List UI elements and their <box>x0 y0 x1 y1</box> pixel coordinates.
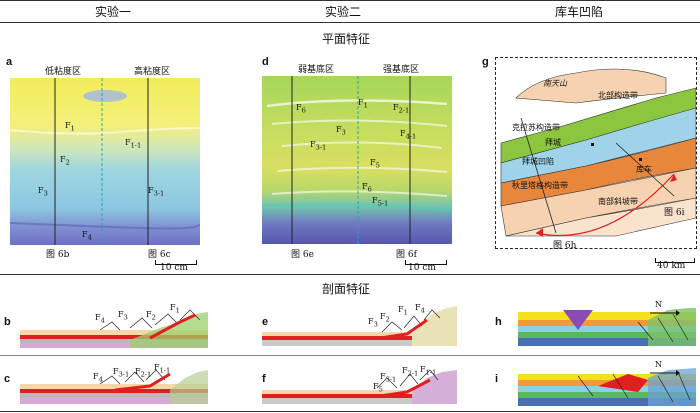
fault-label: F5 <box>373 382 383 394</box>
profile-i-letter: i <box>495 373 499 385</box>
panel-g-scale: 40 km <box>657 261 686 271</box>
fault-label: F1-1 <box>154 363 171 375</box>
panel-d-fig-right: 图 6f <box>396 250 417 260</box>
top-rule <box>0 0 700 1</box>
north-arrow-icon <box>650 370 680 376</box>
profile-i-section <box>518 368 696 406</box>
panel-d-fig-left: 图 6e <box>291 250 314 260</box>
panel-a-fig-right: 图 6c <box>148 250 171 260</box>
panel-g-fig-bottom: 图 6h <box>553 241 577 251</box>
section-profile-title: 剖面特征 <box>322 282 371 296</box>
fault-label: F3 <box>368 317 378 329</box>
fault-label: F1 <box>358 98 368 110</box>
profile-c-section <box>20 369 208 404</box>
fault-label: F2 <box>60 155 70 167</box>
profile-h-section <box>518 308 696 346</box>
fault-label: F4-1 <box>400 129 417 141</box>
profile-e-section <box>262 306 457 346</box>
map-label-south-slope: 南部斜坡带 <box>598 197 638 206</box>
profile-e-letter: e <box>262 316 269 328</box>
fault-label: F1-1 <box>420 365 437 377</box>
panel-d-photo <box>262 76 452 244</box>
fault-label: F5-1 <box>372 196 389 208</box>
north-arrow-icon <box>650 310 680 316</box>
bottom-rule <box>0 411 700 412</box>
fault-label: F5 <box>370 158 380 170</box>
panel-d-scale: 10 cm <box>408 263 436 273</box>
fault-label: F3-1 <box>380 372 397 384</box>
map-label-north-belt: 北部构造带 <box>598 91 638 100</box>
fault-label: F4 <box>93 372 103 384</box>
north-label: N <box>655 300 662 309</box>
kuche-map <box>500 68 696 237</box>
fault-label: F1-1 <box>125 138 142 150</box>
panel-d-letter: d <box>262 56 269 68</box>
fault-label: F2 <box>380 312 390 324</box>
header-exp1: 实验一 <box>95 5 132 19</box>
profile-b-letter: b <box>4 316 11 328</box>
fault-label: F3 <box>118 310 128 322</box>
fault-label: F2-1 <box>402 366 419 378</box>
panel-d-right-zone: 强基底区 <box>383 65 420 75</box>
panel-a-left-zone: 低粘度区 <box>45 67 82 77</box>
fault-label: F3 <box>38 186 48 198</box>
map-label-kuche: 库车 <box>636 165 652 174</box>
fault-label: F2 <box>146 310 156 322</box>
fault-label: F4 <box>82 230 92 242</box>
panel-a-image <box>10 78 200 245</box>
profile-c-letter: c <box>4 373 11 385</box>
map-label-kelasu: 克拉苏构造带 <box>512 123 560 132</box>
header-kuche: 库车凹陷 <box>555 5 604 19</box>
fault-label: F6 <box>296 103 306 115</box>
header-rule <box>0 22 700 23</box>
panel-d-image <box>262 76 452 244</box>
fault-label: F2-1 <box>393 103 410 115</box>
north-label: N <box>655 360 662 369</box>
fault-label: F3 <box>336 125 346 137</box>
section-plan-title: 平面特征 <box>322 32 371 46</box>
fault-label: F1 <box>398 305 408 317</box>
scale-bar <box>155 260 197 265</box>
mid-rule <box>0 274 700 275</box>
fault-label: F3-1 <box>113 367 130 379</box>
panel-d-left-zone: 弱基底区 <box>298 65 335 75</box>
map-label-qiulitage: 秋里塔格构造带 <box>512 181 568 190</box>
panel-a-photo <box>10 78 200 245</box>
panel-a-letter: a <box>6 56 13 68</box>
fault-label: F4 <box>415 303 425 315</box>
scale-bar <box>405 260 447 265</box>
fault-label: F3-1 <box>148 186 165 198</box>
profile-b-section <box>20 309 208 348</box>
panel-g-map <box>495 57 697 249</box>
panel-g-fig-right: 图 6i <box>664 208 685 218</box>
panel-a-fig-left: 图 6b <box>46 250 70 260</box>
map-label-baicheng: 拜城 <box>545 138 561 147</box>
fault-label: F1 <box>170 303 180 315</box>
panel-g-letter: g <box>482 56 489 68</box>
header-exp2: 实验二 <box>325 5 362 19</box>
fault-label: F6 <box>362 182 372 194</box>
panel-a-scale: 10 cm <box>160 263 188 273</box>
fault-label: F3-1 <box>310 140 327 152</box>
fault-label: F4 <box>95 313 105 325</box>
map-label-baicheng-sag: 拜城凹陷 <box>522 157 554 166</box>
map-label-south-tianshan: 南天山 <box>543 79 567 88</box>
profile-h-letter: h <box>495 316 502 328</box>
scale-bar <box>655 258 695 263</box>
fault-label: F1 <box>65 121 75 133</box>
profile-row-rule <box>0 355 700 356</box>
profile-f-letter: f <box>262 373 266 385</box>
fault-label: F2-1 <box>135 367 152 379</box>
profile-f-section <box>262 369 457 404</box>
panel-a-right-zone: 高粘度区 <box>134 67 171 77</box>
